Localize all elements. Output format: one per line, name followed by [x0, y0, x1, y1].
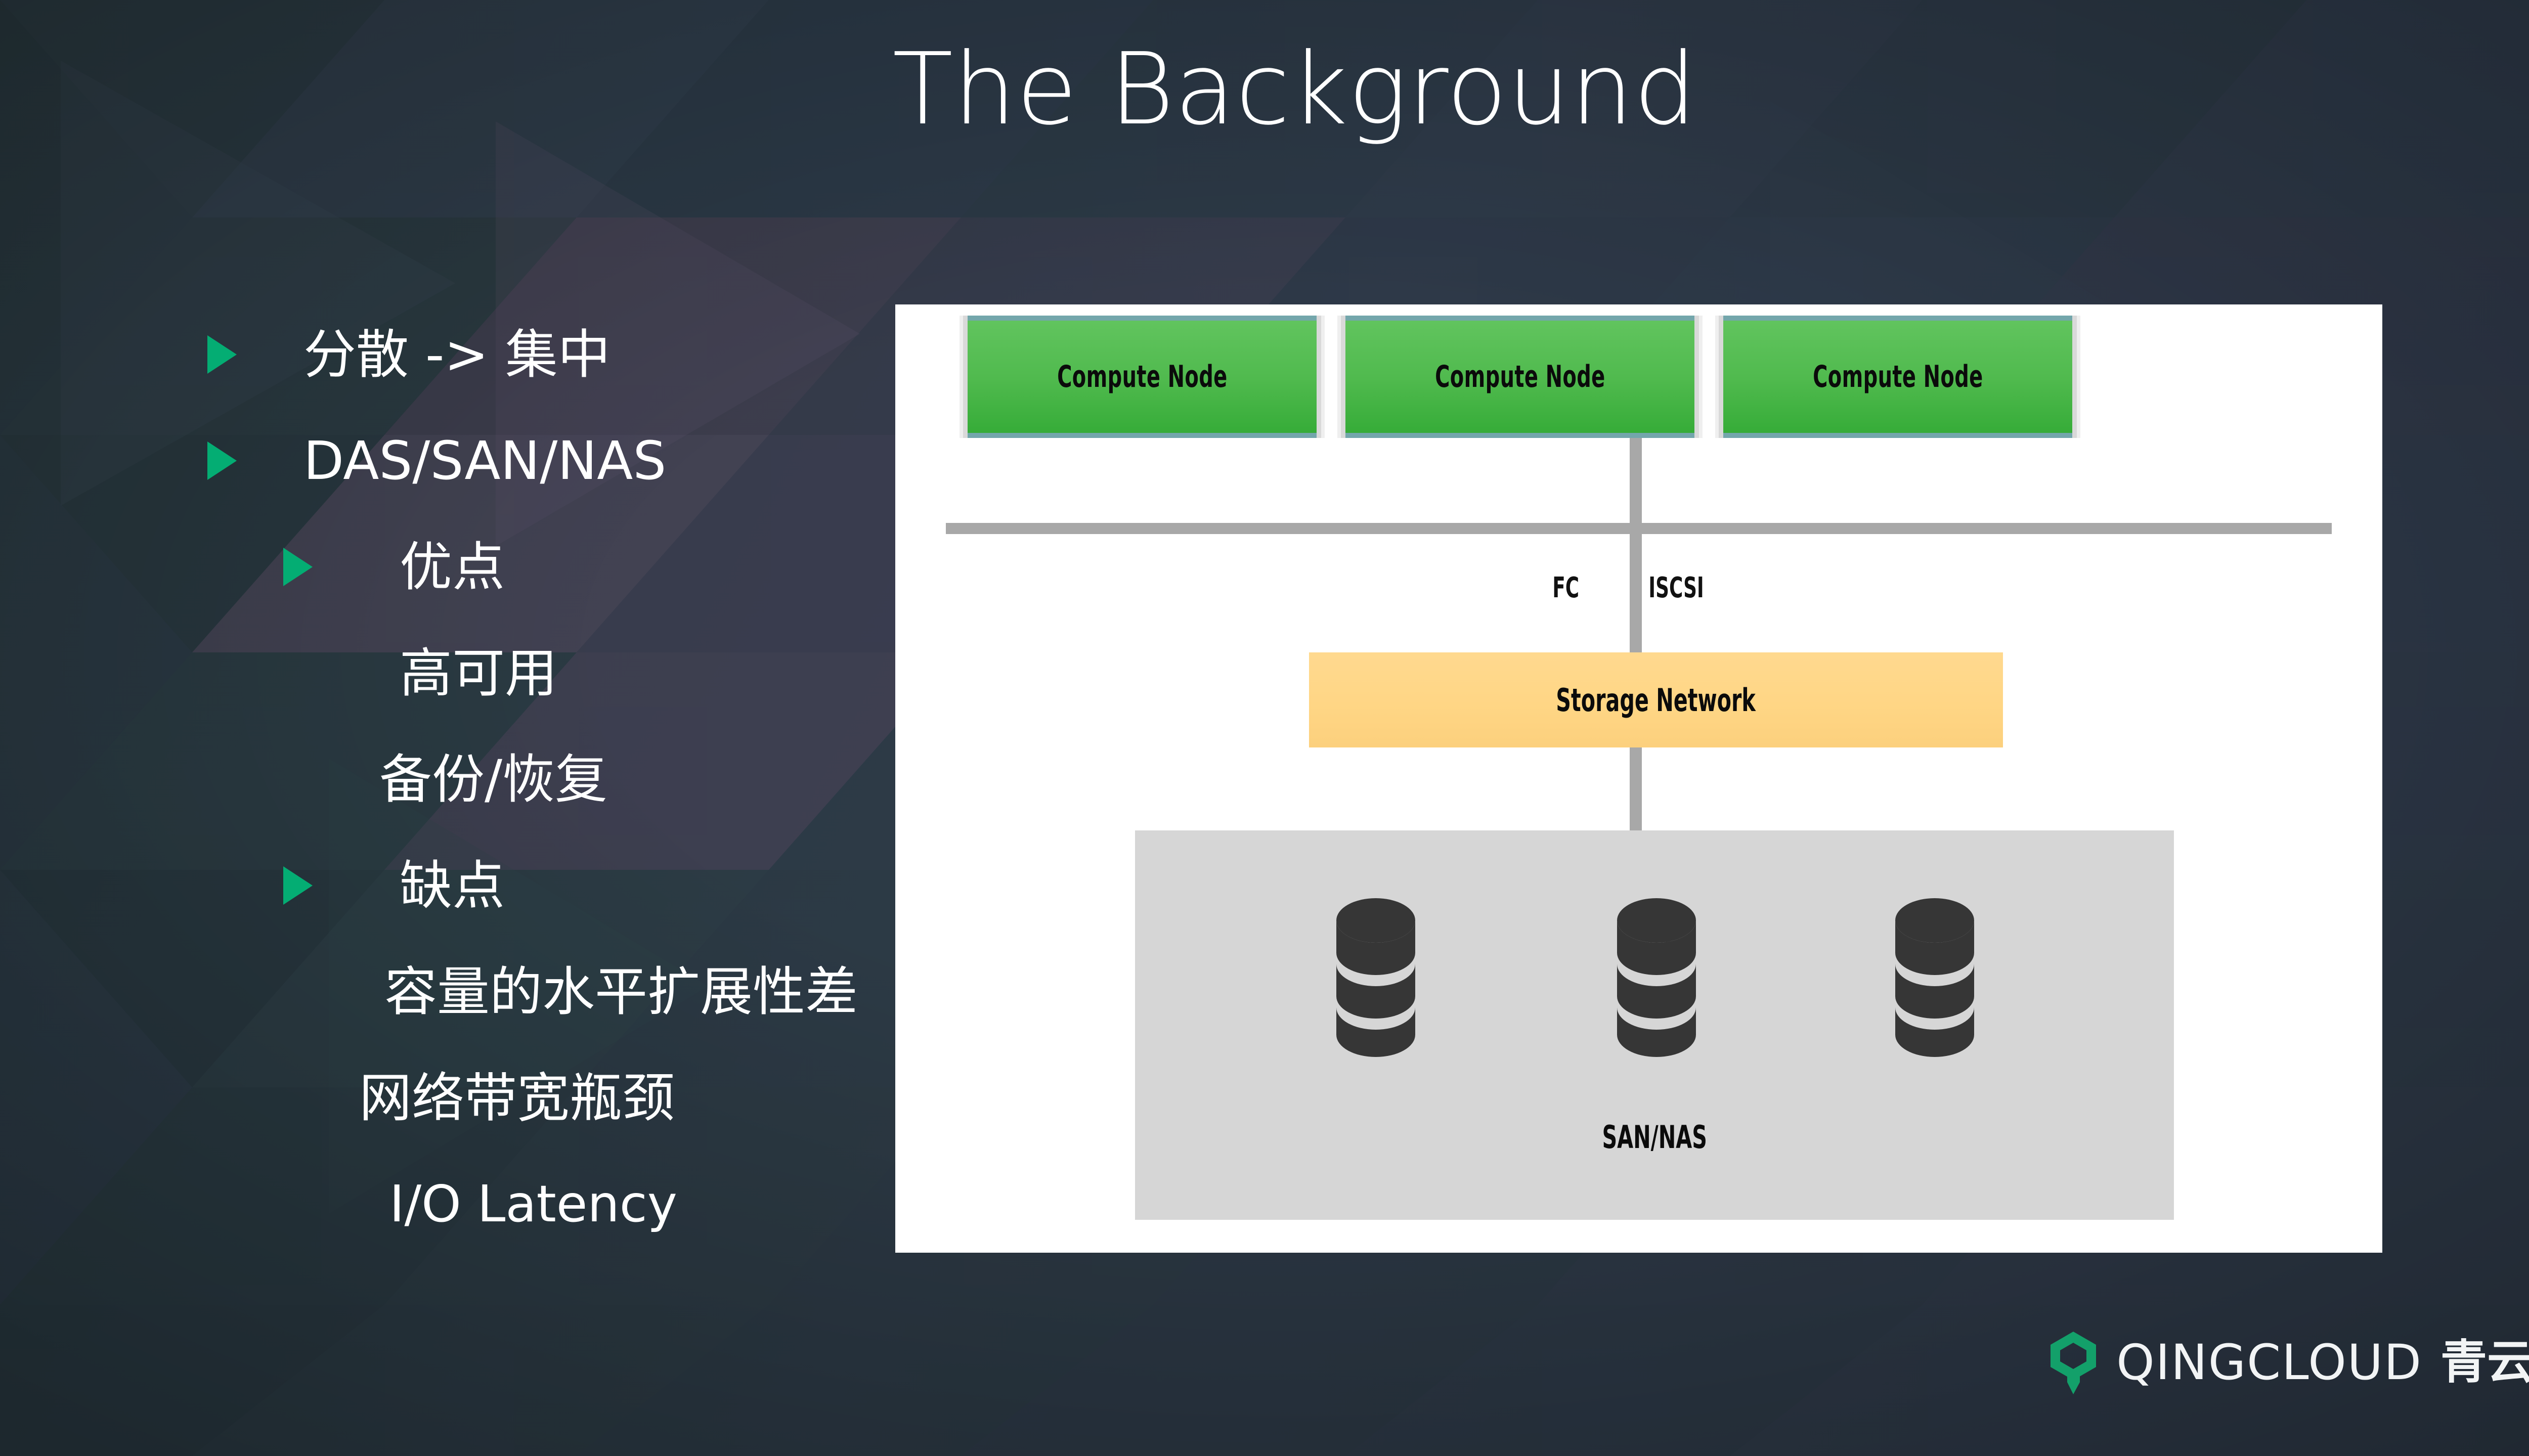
qingcloud-q-icon: [2043, 1330, 2103, 1395]
bullet-label: 网络带宽瓶颈: [359, 1067, 675, 1129]
list-item: 网络带宽瓶颈: [0, 1045, 905, 1151]
qingcloud-chinese-name: 青云: [2440, 1335, 2529, 1389]
database-cylinder-icon: [1608, 897, 1705, 1058]
database-cylinder-icon: [1327, 897, 1424, 1058]
storage-network-label: Storage Network: [1556, 681, 1756, 719]
list-item: 容量的水平扩展性差: [0, 939, 905, 1045]
bullet-label: 分散 -> 集中: [303, 324, 611, 385]
list-item: 分散 -> 集中: [0, 301, 905, 408]
protocol-label-fc: FC: [1552, 571, 1580, 604]
bullet-triangle-icon: [283, 548, 313, 586]
connector-line-vertical-lower: [1630, 744, 1642, 835]
bullet-label: 优点: [400, 536, 505, 598]
list-item: 备份/恢复: [0, 726, 905, 832]
qingcloud-logo: QINGCLOUD 青云: [2043, 1330, 2529, 1395]
bullet-label: DAS/SAN/NAS: [303, 430, 667, 492]
qingcloud-wordmark: QINGCLOUD: [2116, 1334, 2422, 1391]
compute-node-box[interactable]: Compute Node: [968, 316, 1317, 438]
disk-row: [1135, 897, 2174, 1064]
storage-array-label: SAN/NAS: [1602, 1119, 1707, 1156]
storage-array-box[interactable]: SAN/NAS: [1135, 830, 2174, 1220]
compute-node-label: Compute Node: [1434, 359, 1605, 394]
connector-line-vertical-upper: [1630, 438, 1642, 529]
bullet-label: I/O Latency: [389, 1174, 677, 1233]
compute-node-box[interactable]: Compute Node: [1345, 316, 1694, 438]
bullet-triangle-icon: [283, 866, 313, 905]
bullet-label: 高可用: [400, 642, 558, 704]
compute-node-label: Compute Node: [1812, 359, 1983, 394]
storage-bus-bar: [946, 523, 2332, 534]
bullet-triangle-icon: [207, 335, 237, 374]
database-cylinder-icon: [1886, 897, 1983, 1058]
list-item: 优点: [0, 514, 905, 620]
bullet-label: 容量的水平扩展性差: [384, 961, 858, 1023]
list-item: I/O Latency: [0, 1151, 905, 1257]
list-item: DAS/SAN/NAS: [0, 408, 905, 514]
bullet-list: 分散 -> 集中 DAS/SAN/NAS 优点 高可用 备份/恢复 缺点 容量的…: [0, 301, 905, 1257]
protocol-label-iscsi: ISCSI: [1648, 571, 1704, 604]
list-item: 高可用: [0, 620, 905, 726]
bullet-triangle-icon: [207, 442, 237, 480]
page-title: The Background: [892, 32, 1697, 147]
connector-line-vertical-mid: [1630, 529, 1642, 655]
storage-network-box[interactable]: Storage Network: [1309, 652, 2003, 747]
compute-node-label: Compute Node: [1057, 359, 1228, 394]
architecture-diagram-panel: Compute Node Compute Node Compute Node F…: [895, 304, 2382, 1253]
bullet-label: 备份/恢复: [379, 748, 608, 810]
list-item: 缺点: [0, 832, 905, 939]
bullet-label: 缺点: [400, 855, 505, 916]
compute-node-box[interactable]: Compute Node: [1723, 316, 2072, 438]
